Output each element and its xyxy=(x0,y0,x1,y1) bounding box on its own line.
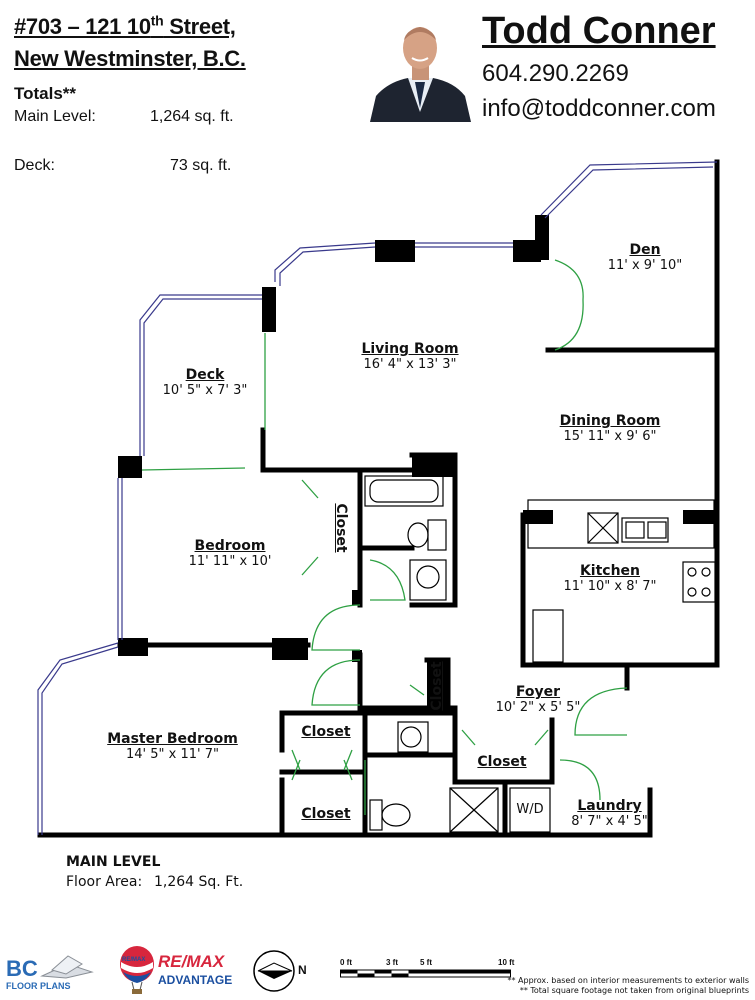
listing-address-line2: New Westminster, B.C. xyxy=(14,46,246,71)
scale-label-0: 0 ft xyxy=(340,958,352,967)
scale-bar xyxy=(340,969,511,978)
bc-logo-text: BC xyxy=(6,956,38,981)
doors xyxy=(141,259,628,815)
level-title: MAIN LEVEL xyxy=(66,854,161,870)
remax-balloon-icon xyxy=(120,946,154,994)
closet-master-upper-label: Closet xyxy=(301,724,351,740)
footnote-measurements: ** Approx. based on interior measurement… xyxy=(507,976,749,985)
closet-foyer-label: Closet xyxy=(477,754,527,770)
main-level-value: 1,264 sq. ft. xyxy=(150,108,234,125)
windows xyxy=(37,161,718,835)
floor-area-value: 1,264 Sq. Ft. xyxy=(154,874,244,890)
listing-address-line1: #703 – 121 10th Street, xyxy=(14,12,236,39)
compass-icon xyxy=(253,950,295,992)
totals-title: Totals** xyxy=(14,84,77,103)
closet-hall-label: Closet xyxy=(429,661,445,711)
scale-label-5: 5 ft xyxy=(420,958,432,967)
compass-north-label: N xyxy=(298,963,307,977)
remax-logo: RE/MAX RE/MAX ADVANTAGE xyxy=(118,946,233,996)
agent-name: Todd Conner xyxy=(482,10,716,52)
agent-email[interactable]: info@toddconner.com xyxy=(482,95,716,122)
main-level-label: Main Level: xyxy=(14,108,96,125)
bc-floor-plans-logo: BC FLOOR PLANS xyxy=(6,948,106,993)
floor-area-label: Floor Area: xyxy=(66,874,143,890)
agent-phone[interactable]: 604.290.2269 xyxy=(482,60,629,87)
scale-label-10: 10 ft xyxy=(498,958,515,967)
washer-dryer-label: W/D xyxy=(516,802,544,817)
remax-balloon-text: RE/MAX xyxy=(122,957,146,963)
closet-bedroom-label: Closet xyxy=(333,503,349,553)
closet-master-lower-label: Closet xyxy=(301,806,351,822)
wall-blocks xyxy=(118,215,717,708)
bc-logo-house-icon xyxy=(40,955,94,979)
remax-logo-text: RE/MAX xyxy=(158,952,225,971)
deck-label: Deck: xyxy=(14,157,55,174)
footnote-blueprints: ** Total square footage not taken from o… xyxy=(519,986,749,995)
bc-logo-subtext: FLOOR PLANS xyxy=(6,981,71,991)
agent-photo xyxy=(368,16,473,122)
deck-value: 73 sq. ft. xyxy=(170,157,232,174)
fixtures xyxy=(364,475,716,833)
compass: N xyxy=(252,947,322,995)
remax-logo-subtext: ADVANTAGE xyxy=(158,973,233,987)
scale-label-3: 3 ft xyxy=(386,958,398,967)
